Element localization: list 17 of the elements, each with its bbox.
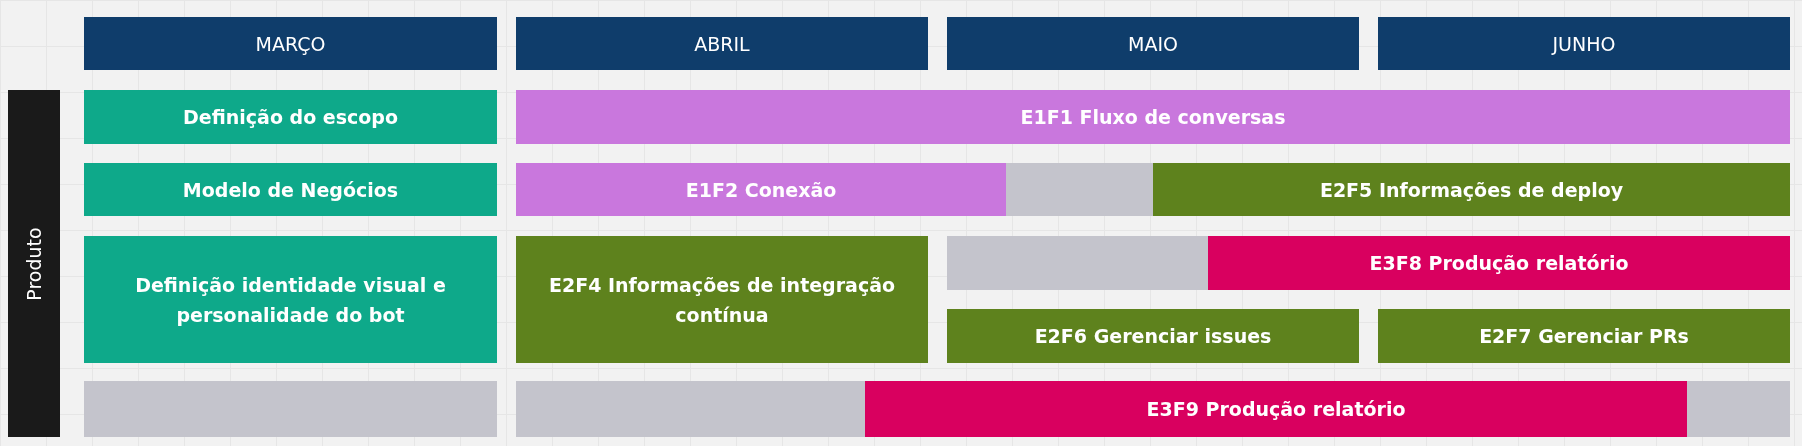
task-bar: E2F6 Gerenciar issues (947, 309, 1359, 363)
task-bar: E3F9 Produção relatório (865, 381, 1687, 437)
task-bar: E2F4 Informações de integração contínua (516, 236, 928, 363)
month-header: JUNHO (1378, 17, 1790, 70)
month-header: ABRIL (516, 17, 928, 70)
task-bar: E1F2 Conexão (516, 163, 1006, 216)
empty-bar (84, 381, 497, 437)
task-bar: E3F8 Produção relatório (1208, 236, 1790, 290)
task-bar: E1F1 Fluxo de conversas (516, 90, 1790, 144)
task-bar: E2F7 Gerenciar PRs (1378, 309, 1790, 363)
lane-label: Produto (8, 90, 60, 437)
task-bar: E2F5 Informações de deploy (1153, 163, 1790, 216)
task-bar: Modelo de Negócios (84, 163, 497, 216)
month-header: MARÇO (84, 17, 497, 70)
task-bar: Definição identidade visual e personalidade do bot (84, 236, 497, 363)
month-header: MAIO (947, 17, 1359, 70)
task-bar: Definição do escopo (84, 90, 497, 144)
